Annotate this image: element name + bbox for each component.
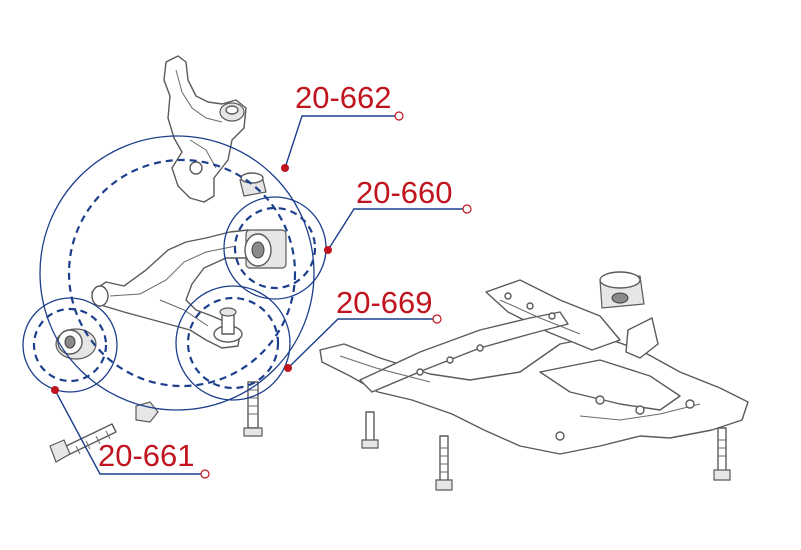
callout-end-20-662 [394, 111, 404, 121]
ball-joint [213, 307, 243, 343]
callout-line-20-660 [327, 208, 464, 251]
callout-20-661: 20-661 [51, 386, 210, 479]
subframe-bolt-right [713, 427, 731, 481]
callout-end-20-669 [432, 314, 442, 324]
callout-end-20-660 [462, 204, 472, 214]
dashed-circle-20-661 [32, 307, 108, 383]
subframe-mount [599, 271, 645, 309]
subframe-bracket [625, 317, 659, 359]
subframe [319, 271, 749, 455]
callout-dot-20-669 [284, 364, 292, 372]
part-label-20-662: 20-662 [295, 80, 392, 115]
part-label-20-669: 20-669 [336, 285, 433, 320]
callout-dot-20-662 [281, 164, 289, 172]
subframe-holes [416, 292, 695, 441]
callout-end-20-661 [200, 469, 210, 479]
solid-circle-20-661 [22, 297, 118, 393]
callout-line-20-662 [284, 115, 396, 169]
callout-dot-20-661 [51, 386, 59, 394]
part-label-20-660: 20-660 [356, 175, 453, 210]
front-bushing [55, 328, 97, 360]
solid-circle-20-669 [175, 285, 291, 401]
highlight-circles [22, 135, 327, 411]
steering-knuckle [163, 55, 247, 203]
callout-line-20-661 [54, 389, 202, 475]
subframe-bolt-left [361, 411, 379, 449]
small-nut [135, 401, 159, 423]
dashed-circle-20-669 [186, 296, 280, 390]
callout-20-662: 20-662 [281, 80, 404, 172]
callout-20-660: 20-660 [324, 175, 472, 254]
arm-bolt [243, 381, 263, 437]
lower-control-arm [91, 229, 263, 349]
dashed-circle-20-662 [67, 158, 297, 388]
rear-bushing [244, 229, 287, 269]
callout-dot-20-660 [324, 246, 332, 254]
part-label-20-661: 20-661 [98, 438, 195, 473]
callout-20-669: 20-669 [284, 285, 442, 372]
callout-line-20-669 [287, 318, 434, 369]
dashed-circle-20-660 [233, 206, 317, 290]
solid-circle-20-662 [39, 135, 315, 411]
subframe-bolt-center [435, 435, 453, 491]
front-bolt [49, 423, 117, 463]
small-bushing [239, 172, 267, 197]
